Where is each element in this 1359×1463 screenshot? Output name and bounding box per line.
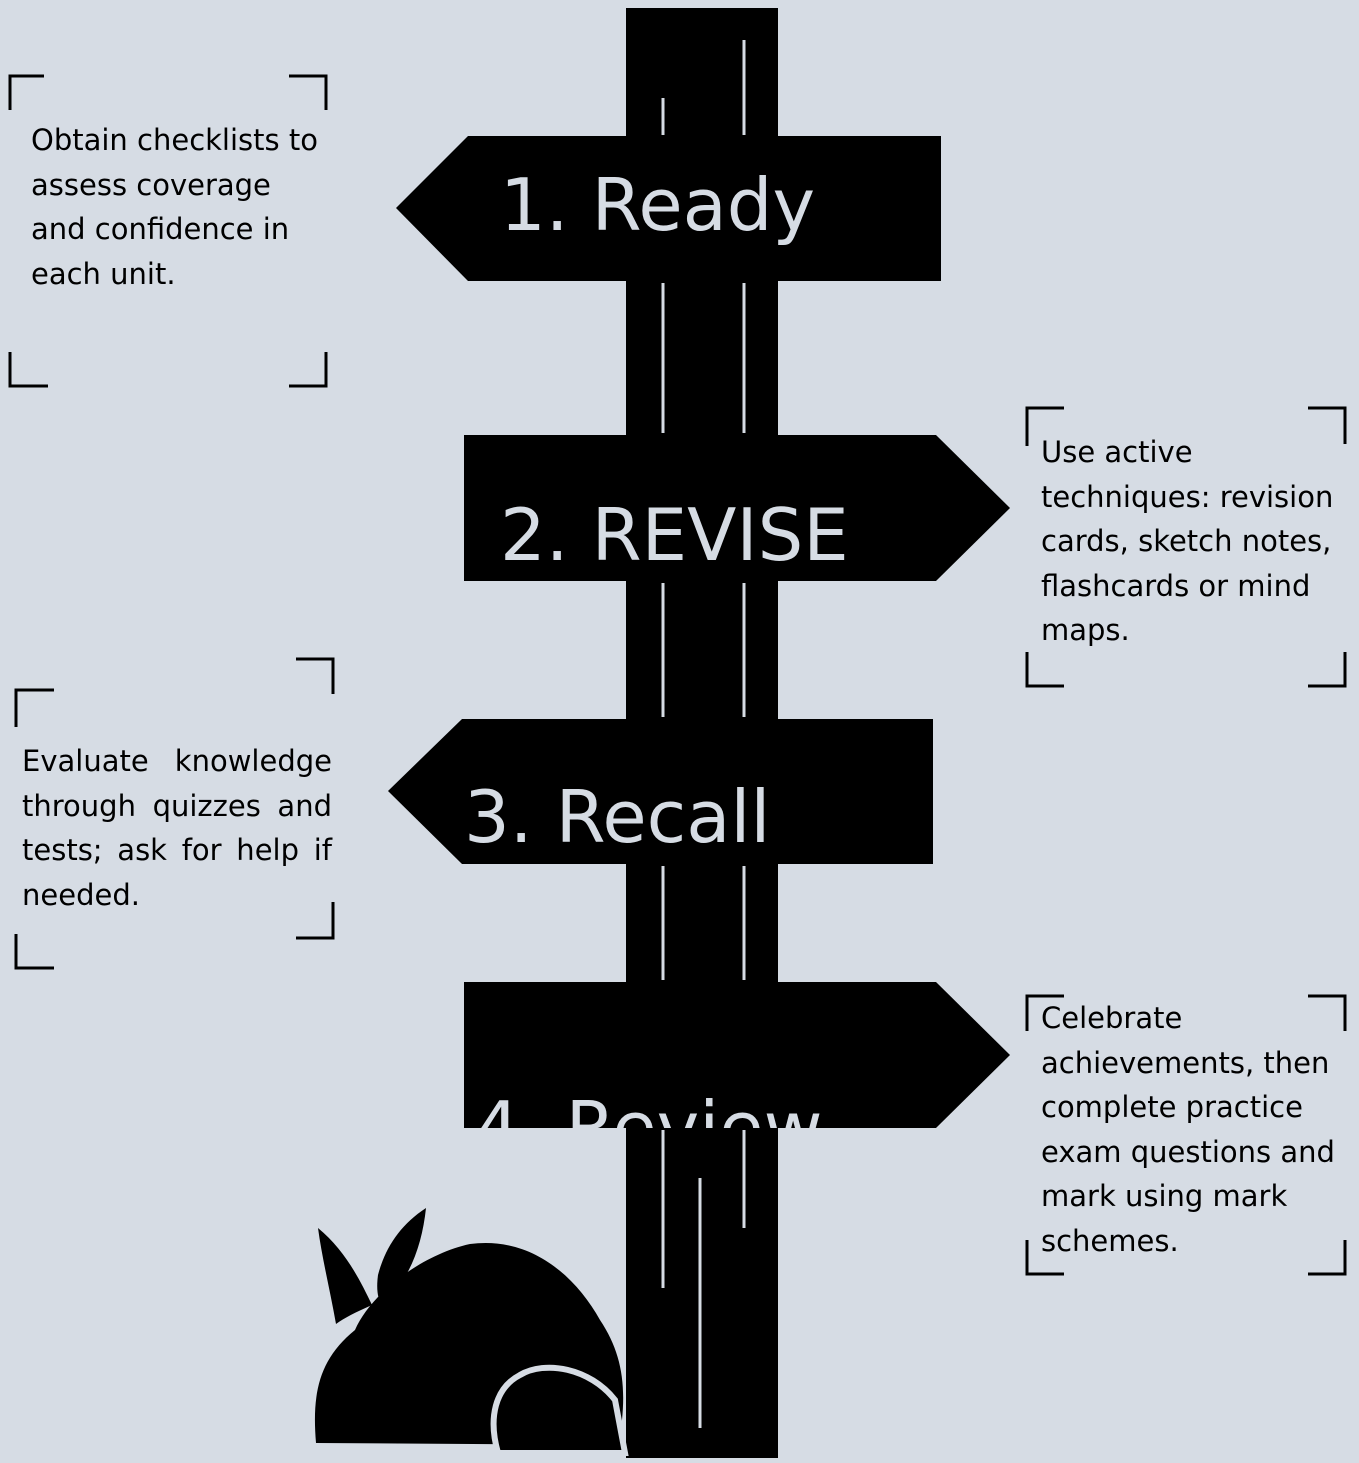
leaf-icon bbox=[318, 1208, 426, 1324]
sign-label-revise: 2. REVISE bbox=[500, 493, 849, 577]
note-recall: Evaluate knowledge through quizzes and t… bbox=[22, 744, 332, 912]
sign-board-ready bbox=[396, 136, 941, 281]
road-lines bbox=[661, 40, 746, 1428]
rock-icon bbox=[314, 1242, 629, 1456]
sign-label-recall: 3. Recall bbox=[464, 775, 771, 859]
sign-label-review: 4. Review bbox=[474, 1086, 823, 1128]
sign-label-ready: 1. Ready bbox=[500, 163, 816, 247]
sign-label-review-clip: 4. Review bbox=[464, 980, 944, 1128]
sign-board-revise bbox=[464, 435, 1010, 581]
note-ready: Obtain checklists to assess coverage and… bbox=[31, 123, 318, 291]
note-review: Celebrate achievements, then complete pr… bbox=[1041, 1001, 1335, 1258]
note-frame-revise bbox=[1025, 406, 1347, 688]
note-revise: Use active techniques: revision cards, s… bbox=[1041, 435, 1334, 647]
note-frame-review bbox=[1025, 994, 1347, 1276]
sign-board-recall bbox=[388, 719, 933, 864]
note-frame-recall bbox=[14, 657, 335, 970]
sign-board-review bbox=[464, 982, 1010, 1128]
note-frame-ready bbox=[8, 74, 328, 388]
